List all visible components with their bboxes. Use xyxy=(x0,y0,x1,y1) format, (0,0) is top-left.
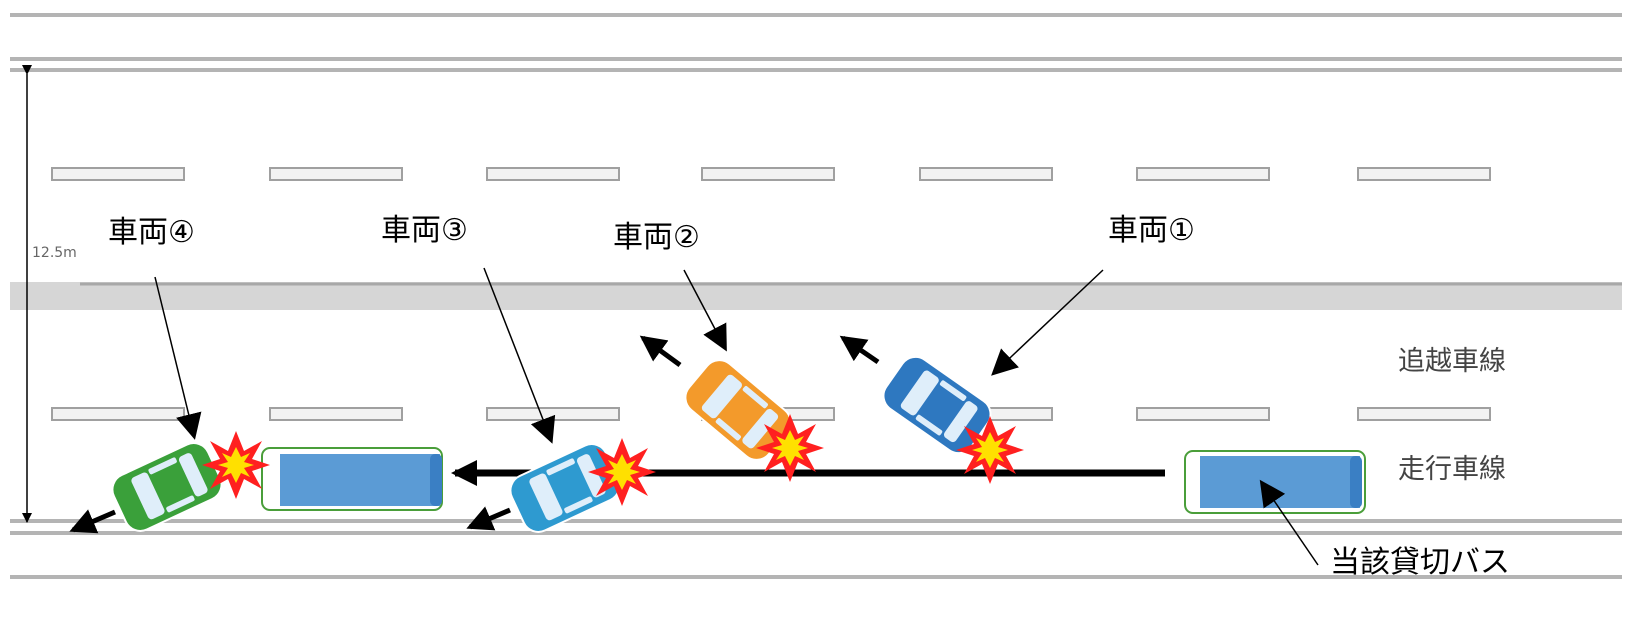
vehicle-1-leader-line xyxy=(991,269,1104,376)
bus-body xyxy=(1200,456,1360,508)
lane-dash xyxy=(1136,167,1270,181)
lane-dash xyxy=(269,167,403,181)
road xyxy=(10,13,1622,579)
driving-lane-label: 走行車線 xyxy=(1398,454,1506,485)
passing-lane-label: 追越車線 xyxy=(1398,346,1506,377)
vehicle-3-label: 車両③ xyxy=(381,213,468,248)
lane-dash xyxy=(1357,167,1491,181)
lane-dash xyxy=(486,407,620,421)
lane-dash xyxy=(701,167,835,181)
vehicle-2-label: 車両② xyxy=(613,220,700,255)
bus-label: 当該貸切バス xyxy=(1330,545,1510,580)
lane-dash xyxy=(1357,407,1491,421)
vehicle-4-leader-line xyxy=(154,276,202,440)
median-strip xyxy=(10,282,1622,310)
lane-dash xyxy=(1136,407,1270,421)
lane-dash xyxy=(919,167,1053,181)
lane-dashes-upper xyxy=(51,167,1491,181)
vehicle-1-label: 車両① xyxy=(1108,213,1195,248)
vehicle-3-direction-arrow xyxy=(466,506,511,531)
vehicle-2-direction-arrow xyxy=(639,335,682,368)
bus-original-position xyxy=(1184,450,1366,514)
vehicle-1-direction-arrow xyxy=(839,335,880,365)
lane-dash xyxy=(51,167,185,181)
lane-dash xyxy=(486,167,620,181)
width-dimension: 12.5m xyxy=(22,65,77,523)
vehicle-4-direction-arrow xyxy=(69,509,116,534)
bus-front xyxy=(430,454,442,506)
lane-dash xyxy=(269,407,403,421)
vehicle-2-leader-line xyxy=(683,269,727,352)
bus-body xyxy=(280,454,440,506)
bus-crash-position xyxy=(261,447,443,511)
lane-dash xyxy=(51,407,185,421)
vehicle-3-leader-line xyxy=(483,267,556,444)
bus-leader-line xyxy=(1259,479,1319,566)
width-measurement-label: 12.5m xyxy=(32,245,77,261)
vehicle-4-label: 車両④ xyxy=(108,215,195,250)
bus-front xyxy=(1350,456,1362,508)
